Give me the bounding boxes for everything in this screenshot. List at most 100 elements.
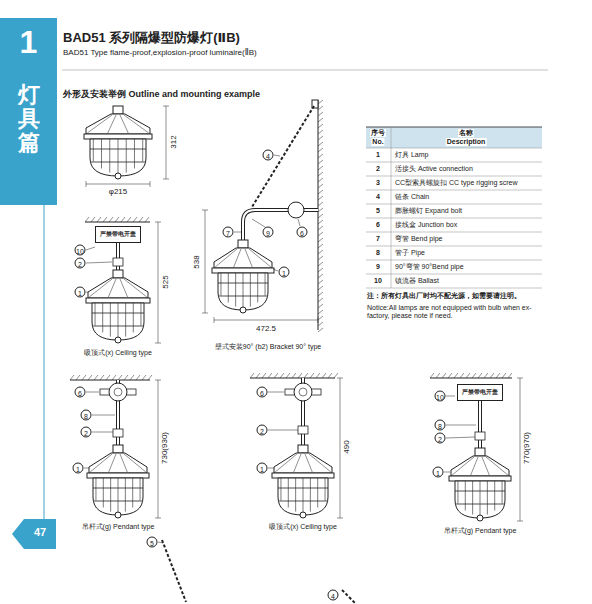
active-connection [113, 258, 123, 266]
leader-line [273, 269, 278, 271]
ceiling [496, 373, 500, 378]
leader-line [298, 219, 300, 226]
ceiling [115, 217, 119, 222]
parts-table [366, 127, 542, 128]
ceiling [250, 373, 254, 378]
wall [318, 178, 323, 182]
lamp [86, 114, 150, 134]
ceiling [328, 373, 332, 378]
dimension-line [205, 210, 206, 313]
leader-line [298, 219, 300, 226]
lamp [309, 454, 331, 472]
table-cell: 接线盒 Junction box [394, 221, 458, 229]
lamp [238, 240, 248, 248]
leader-line [92, 415, 115, 416]
lamp [84, 106, 152, 179]
wall [318, 286, 323, 290]
lamp [124, 454, 146, 472]
ceiling [142, 375, 146, 380]
callout-number: 10 [75, 245, 86, 256]
lamp [298, 445, 308, 453]
wall [318, 322, 323, 326]
leader-line [86, 247, 95, 250]
wall [318, 268, 323, 272]
callout-number: 2 [75, 258, 86, 269]
lamp [113, 445, 123, 453]
ceiling [322, 373, 326, 378]
table-cell: 90°弯管 90°Bend pipe [394, 263, 465, 271]
ceiling [484, 373, 488, 378]
ceiling [262, 373, 266, 378]
lamp [125, 303, 126, 337]
wall [318, 226, 323, 230]
chain [252, 100, 318, 207]
lamp [303, 478, 304, 513]
ceiling [76, 375, 80, 380]
table-header: Description [446, 138, 487, 146]
dimension-line [155, 222, 161, 343]
lamp [87, 473, 149, 478]
lamp [487, 481, 488, 515]
dimension-value: φ215 [108, 187, 129, 196]
dimension-value: 472.5 [255, 324, 277, 333]
ceiling [436, 373, 440, 378]
dimension-line [163, 106, 169, 107]
lamp [218, 283, 268, 284]
ceiling [286, 373, 290, 378]
table-header: No. [371, 138, 384, 146]
lamp [455, 491, 505, 492]
wall [318, 304, 323, 308]
lamp [88, 278, 148, 298]
table-cell: 1 [375, 151, 381, 159]
chain [162, 540, 186, 602]
lamp [294, 454, 301, 472]
ceiling [334, 373, 338, 378]
lamp [120, 279, 128, 297]
lamp [134, 139, 135, 168]
lamp [124, 279, 147, 297]
leader-line [86, 292, 88, 293]
lamp [456, 504, 504, 505]
callout-number: 2 [81, 427, 92, 438]
callout-number: 8 [81, 410, 92, 421]
leader-line [268, 430, 298, 431]
figure-caption: 壁式安装90° (b2) Bracket 90° type [214, 343, 322, 351]
lamp [90, 149, 146, 150]
lamp [91, 162, 145, 163]
lamp [93, 488, 143, 489]
ceiling [91, 217, 95, 222]
ceiling [274, 373, 278, 378]
lamp [305, 454, 312, 472]
wall [318, 184, 323, 188]
leader-line [158, 542, 163, 543]
ceiling [139, 217, 143, 222]
junction-box [294, 383, 312, 401]
lamp [118, 478, 119, 513]
wall [318, 280, 323, 284]
callout-number: 6 [257, 387, 268, 398]
leader-line [86, 292, 88, 293]
leader-line [86, 392, 99, 393]
dimension-line [155, 222, 161, 223]
lamp [115, 512, 121, 518]
lamp [502, 481, 503, 504]
dimension-line [86, 184, 150, 185]
table-cell: CC型索具螺旋扣 CC type rigging screw [394, 179, 519, 187]
ceiling [256, 373, 260, 378]
ceiling [454, 373, 458, 378]
table-cell: 弯管 Bend pipe [394, 235, 443, 243]
parts-table [366, 232, 542, 233]
dimension-line [340, 378, 341, 518]
parts-table [366, 274, 542, 275]
ceiling [472, 373, 476, 378]
leader-line [86, 262, 112, 263]
lamp [275, 454, 297, 472]
table-cell: 管子 Pipe [394, 249, 426, 257]
lamp [257, 273, 258, 302]
lamp [93, 478, 143, 515]
note-text: Notice:All lamps are not equipped with b… [366, 304, 546, 320]
ceiling [88, 375, 92, 380]
leader-line [444, 472, 450, 473]
lamp [249, 249, 271, 267]
dimension-line [86, 181, 150, 187]
